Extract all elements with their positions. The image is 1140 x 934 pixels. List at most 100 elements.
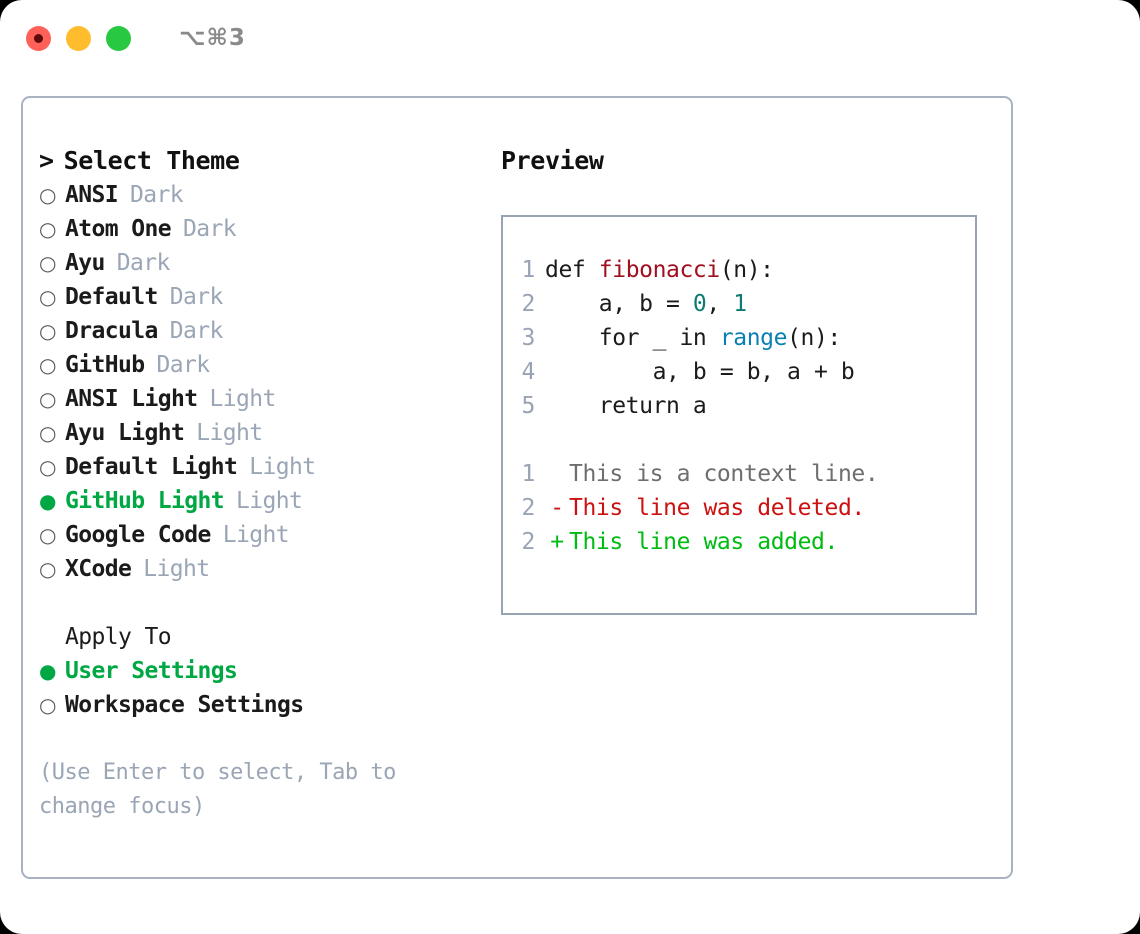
radio-unselected-icon: ○	[39, 319, 57, 343]
code-line: 2 a, b = 0, 1	[503, 287, 975, 321]
theme-name: Google Code	[65, 522, 211, 548]
radio-unselected-icon: ○	[39, 557, 57, 581]
theme-list-item[interactable]: ○ Atom One Dark	[39, 212, 501, 246]
theme-variant-tag: Dark	[182, 216, 237, 242]
preview-title: Preview	[501, 146, 604, 175]
theme-list-item[interactable]: ○ Default Dark	[39, 280, 501, 314]
code-text: return a	[545, 389, 707, 423]
theme-variant-tag: Light	[209, 386, 276, 412]
theme-picker-header: >Select Theme	[39, 144, 501, 178]
theme-list-item[interactable]: ○ ANSI Light Light	[39, 382, 501, 416]
apply-to-list: ●User Settings ○ Workspace Settings	[39, 654, 501, 722]
code-line: 4 a, b = b, a + b	[503, 355, 975, 389]
theme-name: Atom One	[65, 216, 172, 242]
theme-name: Ayu	[65, 250, 105, 276]
code-diff-separator	[503, 423, 975, 457]
diff-sign: -	[550, 495, 564, 521]
theme-variant-tag: Dark	[116, 250, 171, 276]
diff-text: This line was added.	[569, 529, 838, 555]
theme-variant-tag: Light	[235, 488, 303, 514]
code-token-plain: (n):	[787, 325, 841, 351]
theme-name: XCode	[65, 556, 132, 582]
diff-sign: +	[550, 529, 564, 555]
diff-text: This is a context line.	[569, 461, 879, 487]
theme-variant-tag: Dark	[169, 284, 224, 310]
close-button[interactable]	[26, 25, 51, 51]
theme-name: GitHub	[65, 352, 145, 378]
apply-to-item[interactable]: ○ Workspace Settings	[39, 688, 501, 722]
maximize-button[interactable]	[106, 25, 131, 51]
apply-to-header: Apply To	[65, 624, 172, 650]
diff-block: 1 This is a context line.2-This line was…	[503, 457, 975, 559]
apply-to-label: Workspace Settings	[65, 692, 304, 718]
theme-variant-tag: Light	[196, 420, 263, 446]
minimize-button[interactable]	[66, 25, 91, 51]
radio-unselected-icon: ○	[39, 455, 57, 479]
code-line: 5 return a	[503, 389, 975, 423]
diff-sign	[545, 457, 569, 491]
theme-list-item[interactable]: ● GitHub Light Light	[39, 484, 501, 518]
radio-unselected-icon: ○	[39, 183, 57, 207]
radio-unselected-icon: ○	[39, 353, 57, 377]
code-line: 1 def fibonacci(n):	[503, 253, 975, 287]
apply-to-item[interactable]: ●User Settings	[39, 654, 501, 688]
radio-unselected-icon: ○	[39, 523, 57, 547]
theme-list-item[interactable]: ○ Default Light Light	[39, 450, 501, 484]
radio-selected-icon: ●	[39, 659, 57, 683]
theme-name: ANSI	[65, 182, 119, 208]
line-number: 3	[521, 325, 536, 351]
diff-text: This line was deleted.	[569, 495, 865, 521]
line-number: 4	[521, 359, 536, 385]
diff-line-del: 2-This line was deleted.	[503, 491, 975, 525]
theme-list-item[interactable]: ○ ANSI Dark	[39, 178, 501, 212]
list-gap	[39, 586, 501, 620]
line-number: 1	[521, 257, 536, 283]
code-token-num: 1	[733, 291, 747, 317]
traffic-lights	[26, 25, 131, 51]
theme-variant-tag: Light	[143, 556, 210, 582]
radio-unselected-icon: ○	[39, 217, 57, 241]
code-text: a, b = 0, 1	[545, 287, 747, 321]
code-token-plain: a, b =	[545, 291, 693, 317]
code-token-plain: for _ in	[545, 325, 720, 351]
code-text: for _ in range(n):	[545, 321, 841, 355]
theme-name: GitHub Light	[65, 488, 225, 514]
theme-name: Dracula	[65, 318, 158, 344]
title-bar: ⌥⌘3	[0, 0, 1140, 76]
theme-name: Default Light	[65, 454, 238, 480]
radio-unselected-icon: ○	[39, 285, 57, 309]
theme-list-item[interactable]: ○ XCode Light	[39, 552, 501, 586]
prompt-caret-icon: >	[39, 146, 54, 175]
line-number: 2	[521, 495, 536, 521]
code-text: def fibonacci(n):	[545, 253, 774, 287]
theme-name: Default	[65, 284, 158, 310]
diff-line-context: 1 This is a context line.	[503, 457, 975, 491]
code-text: a, b = b, a + b	[545, 355, 855, 389]
code-token-plain: def	[545, 257, 599, 283]
theme-variant-tag: Dark	[130, 182, 184, 208]
theme-list-item[interactable]: ○ Ayu Dark	[39, 246, 501, 280]
theme-name: Ayu Light	[65, 420, 185, 446]
line-number: 2	[521, 291, 536, 317]
radio-unselected-icon: ○	[39, 251, 57, 275]
radio-unselected-icon: ○	[39, 387, 57, 411]
code-token-plain: ,	[706, 291, 734, 317]
code-token-call: range	[719, 325, 788, 351]
theme-variant-tag: Light	[249, 454, 316, 480]
keyboard-shortcut-label: ⌥⌘3	[179, 25, 246, 51]
radio-selected-icon: ●	[39, 489, 57, 513]
code-token-fn: fibonacci	[598, 257, 720, 283]
radio-unselected-icon: ○	[39, 693, 57, 717]
theme-name: ANSI Light	[65, 386, 198, 412]
code-line: 3 for _ in range(n):	[503, 321, 975, 355]
